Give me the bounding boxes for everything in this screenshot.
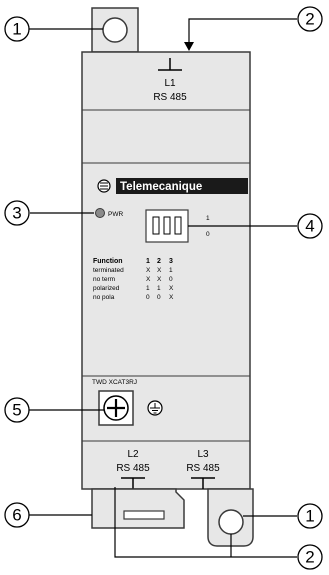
arrow-down-icon	[184, 42, 194, 51]
table-cell: 0	[146, 294, 150, 301]
table-cell: X	[157, 276, 162, 283]
port-l3-name: L3	[197, 449, 209, 460]
callout-1-bottom: 1	[297, 503, 323, 529]
dip-switch-2	[163, 216, 171, 235]
leader-2-top	[188, 18, 297, 42]
table-cell: 1	[146, 285, 150, 292]
callout-number: 1	[12, 20, 21, 39]
callout-number: 5	[12, 401, 21, 420]
table-header-3: 3	[169, 258, 173, 265]
mounting-hole-top	[102, 17, 128, 43]
callout-number: 2	[305, 10, 314, 29]
table-cell: X	[157, 267, 162, 274]
callout-number: 4	[305, 217, 314, 236]
dip-switch-1	[152, 216, 160, 235]
port-l2-type: RS 485	[116, 463, 150, 474]
mounting-hole-bottom	[218, 509, 244, 535]
callout-number: 3	[12, 204, 21, 223]
callout-number: 6	[12, 506, 21, 525]
din-rail-clip	[91, 488, 185, 529]
table-cell: 0	[157, 294, 161, 301]
table-row-label: no pola	[93, 294, 115, 301]
port-l1-name: L1	[164, 78, 176, 89]
table-header-1: 1	[146, 258, 150, 265]
switch-on-label: 1	[206, 215, 210, 222]
leader-2-bottom-a	[114, 487, 297, 558]
table-header-2: 2	[157, 258, 161, 265]
table-cell: X	[169, 285, 174, 292]
brand-name: Telemecanique	[120, 181, 202, 193]
port-l2-name: L2	[127, 449, 139, 460]
table-row-label: polarized	[93, 285, 120, 292]
callout-2-bottom: 2	[297, 544, 323, 570]
port-l1-type: RS 485	[153, 92, 187, 103]
table-cell: X	[146, 276, 151, 283]
table-cell: 1	[169, 267, 173, 274]
port-l3-type: RS 485	[186, 463, 220, 474]
table-cell: 1	[157, 285, 161, 292]
table-row-label: no term	[93, 276, 115, 283]
led-label: PWR	[108, 211, 123, 218]
switch-off-label: 0	[206, 231, 210, 238]
model-label: TWD XCAT3RJ	[92, 379, 137, 386]
din-clip-slot	[123, 510, 165, 520]
table-cell: X	[146, 267, 151, 274]
table-row-label: terminated	[93, 267, 124, 274]
callout-1-top: 1	[4, 16, 30, 42]
callout-number: 2	[305, 548, 314, 567]
callout-number: 1	[305, 507, 314, 526]
function-table: Function 1 2 3 terminated X X 1 no term …	[93, 258, 174, 301]
dip-switch-3	[174, 216, 182, 235]
ground-icon	[147, 400, 163, 416]
callout-3: 3	[4, 200, 30, 226]
callout-4: 4	[297, 213, 323, 239]
pwr-led	[95, 208, 105, 218]
callout-6: 6	[4, 502, 30, 528]
brand-box	[116, 178, 248, 194]
leader-lines	[29, 18, 297, 558]
table-cell: X	[169, 294, 174, 301]
callout-5: 5	[4, 397, 30, 423]
table-cell: 0	[169, 276, 173, 283]
table-header-function: Function	[93, 258, 123, 265]
callout-2-top: 2	[297, 6, 323, 32]
